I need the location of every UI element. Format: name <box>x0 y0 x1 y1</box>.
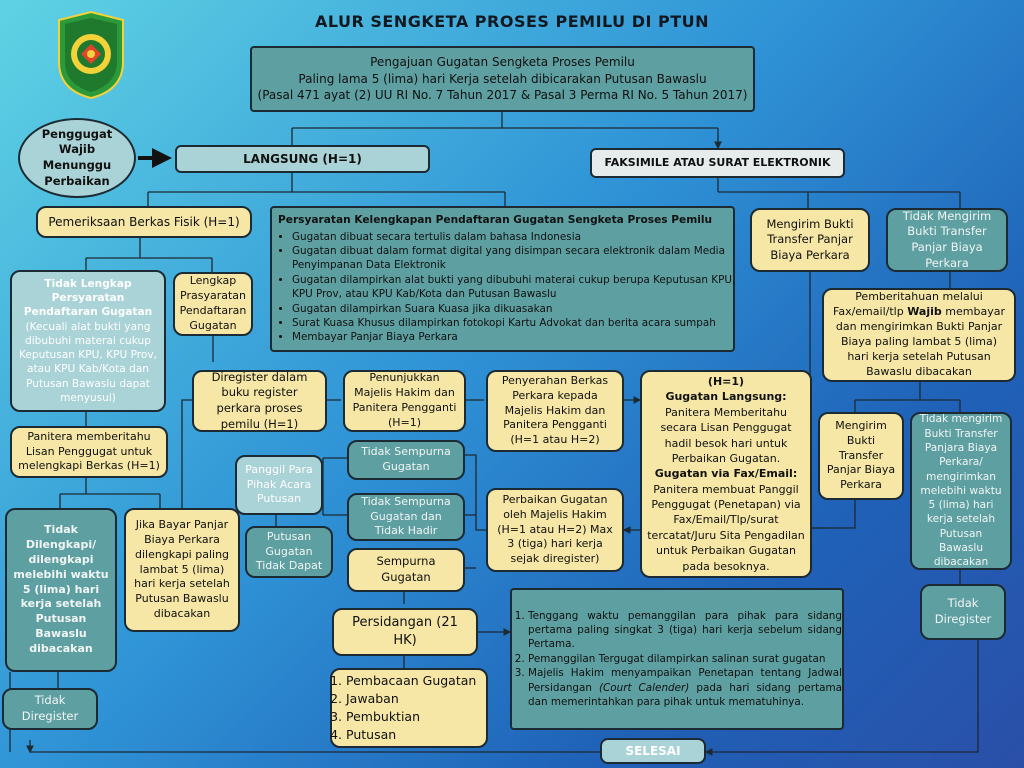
note3-italic: (Court Calender) <box>598 681 690 694</box>
faksimile-box: FAKSIMILE ATAU SURAT ELEKTRONIK <box>590 148 845 178</box>
tidak-lengkap-title: Tidak Lengkap Persyaratan Pendaftaran Gu… <box>23 277 153 319</box>
mengirim-bukti-text: Mengirim Bukti Transfer Panjar Biaya Per… <box>766 216 854 262</box>
tidak-diregister-right-text: Tidak Diregister <box>934 596 992 626</box>
page-title: ALUR SENGKETA PROSES PEMILU DI PTUN <box>314 12 710 31</box>
persyaratan-item: Gugatan dilampirkan Suara Kuasa jika dik… <box>292 302 741 316</box>
sempurna-text: Sempurna Gugatan <box>376 554 436 584</box>
pengajuan-line1: Pengajuan Gugatan Sengketa Proses Pemilu <box>370 54 635 69</box>
h1-fax-text: Panitera membuat Panggil Penggugat (Pene… <box>647 482 805 573</box>
faksimile-text: FAKSIMILE ATAU SURAT ELEKTRONIK <box>604 155 831 169</box>
panggil-pihak-box: Panggil Para Pihak Acara Putusan <box>235 455 323 515</box>
note3-before: Majelis Hakim menyampaikan Penetapan ten… <box>528 667 842 694</box>
diregister-text: Diregister dalam buku register perkara p… <box>211 369 308 431</box>
tidak-dilengkapi-text: Tidak Dilengkapi/ dilengkapi melebihi wa… <box>13 523 109 655</box>
persyaratan-item: Gugatan dibuat secara tertulis dalam bah… <box>292 230 741 244</box>
h1-fax-title: Gugatan via Fax/Email: <box>654 467 798 481</box>
persyaratan-list: Gugatan dibuat secara tertulis dalam bah… <box>278 230 741 345</box>
persyaratan-item: Gugatan dibuat dalam format digital yang… <box>292 244 741 273</box>
persyaratan-item: Surat Kuasa Khusus dilampirkan fotokopi … <box>292 316 741 330</box>
stage-item: Pembuktian <box>346 708 492 726</box>
jika-bayar-box: Jika Bayar Panjar Biaya Perkara dilengka… <box>124 508 240 632</box>
notes-list: Tenggang waktu pemanggilan para pihak pa… <box>512 609 842 710</box>
tidak-lengkap-note: (Kecuali alat bukti yang dibubuhi matera… <box>18 320 158 405</box>
lengkap-box: Lengkap Prasyaratan Pendaftaran Gugatan <box>173 272 253 336</box>
langsung-text: LANGSUNG (H=1) <box>243 151 362 166</box>
mahkamah-agung-logo <box>55 10 127 100</box>
tidak-mengirim2-text: Tidak mengirim Bukti Transfer Panjara Bi… <box>919 413 1003 569</box>
note-item: Pemanggilan Tergugat dilampirkan salinan… <box>528 652 842 666</box>
note-item: Majelis Hakim menyampaikan Penetapan ten… <box>528 666 842 709</box>
tidak-diregister-right-box: Tidak Diregister <box>920 584 1006 640</box>
penggugat-wait-circle: Penggugat Wajib Menunggu Perbaikan <box>18 118 136 198</box>
perbaikan-box: Perbaikan Gugatan oleh Majelis Hakim (H=… <box>486 488 624 572</box>
tidak-sempurna-hadir-text: Tidak Sempurna Gugatan dan Tidak Hadir <box>361 494 451 538</box>
tidak-mengirim-bukti-text: Tidak Mengirim Bukti Transfer Panjar Bia… <box>902 208 992 270</box>
persyaratan-box: Persyaratan Kelengkapan Pendaftaran Guga… <box>270 206 735 352</box>
pemberitahuan-box: Pemberitahuan melalui Fax/email/tlp Waji… <box>822 288 1016 382</box>
penyerahan-text: Penyerahan Berkas Perkara kepada Majelis… <box>501 373 609 447</box>
persyaratan-item: Membayar Panjar Biaya Perkara <box>292 330 741 344</box>
tidak-sempurna-box: Tidak Sempurna Gugatan <box>347 440 465 480</box>
pemberitahuan-text: Pemberitahuan melalui Fax/email/tlp Waji… <box>829 290 1009 379</box>
stage-item: Putusan <box>346 726 492 744</box>
h1-langsung-title: Gugatan Langsung: <box>665 390 787 404</box>
stage-item: Pembacaan Gugatan <box>346 672 492 690</box>
pengajuan-gugatan-box: Pengajuan Gugatan Sengketa Proses Pemilu… <box>250 46 755 112</box>
penyerahan-box: Penyerahan Berkas Perkara kepada Majelis… <box>486 370 624 452</box>
langsung-box: LANGSUNG (H=1) <box>175 145 430 173</box>
penunjukkan-text: Penunjukkan Majelis Hakim dan Panitera P… <box>352 371 457 429</box>
persidangan-notes-box: Tenggang waktu pemanggilan para pihak pa… <box>510 588 844 730</box>
h1-notification-box: (H=1) Gugatan Langsung: Panitera Memberi… <box>640 370 812 578</box>
panitera-lisan-box: Panitera memberitahu Lisan Penggugat unt… <box>10 426 168 478</box>
lengkap-text: Lengkap Prasyaratan Pendaftaran Gugatan <box>179 274 247 332</box>
diregister-box: Diregister dalam buku register perkara p… <box>192 370 327 432</box>
h1-head: (H=1) <box>707 374 745 388</box>
persidangan-text: Persidangan (21 HK) <box>352 615 458 648</box>
tidak-sempurna-hadir-box: Tidak Sempurna Gugatan dan Tidak Hadir <box>347 493 465 541</box>
selesai-text: SELESAI <box>625 743 681 758</box>
panitera-lisan-text: Panitera memberitahu Lisan Penggugat unt… <box>18 429 160 473</box>
tidak-mengirim-bukti-box: Tidak Mengirim Bukti Transfer Panjar Bia… <box>886 208 1008 272</box>
mengirim-bukti2-text: Mengirim Bukti Transfer Panjar Biaya Per… <box>826 418 896 492</box>
putusan-tidak-dapat-box: Putusan Gugatan Tidak Dapat <box>245 526 333 578</box>
tidak-diregister-left-text: Tidak Diregister <box>21 693 79 723</box>
putusan-tidak-dapat-text: Putusan Gugatan Tidak Dapat <box>255 529 323 573</box>
note3-after: pada hari sidang pertama dan memerintahk… <box>528 681 843 708</box>
stages-list: Pembacaan Gugatan Jawaban Pembuktian Put… <box>326 672 492 745</box>
tidak-dilengkapi-box: Tidak Dilengkapi/ dilengkapi melebihi wa… <box>5 508 117 672</box>
panggil-pihak-text: Panggil Para Pihak Acara Putusan <box>245 462 313 506</box>
tidak-diregister-left-box: Tidak Diregister <box>2 688 98 730</box>
tidak-sempurna-text: Tidak Sempurna Gugatan <box>361 445 451 473</box>
mengirim-bukti-box: Mengirim Bukti Transfer Panjar Biaya Per… <box>750 208 870 272</box>
tidak-lengkap-box: Tidak Lengkap Persyaratan Pendaftaran Gu… <box>10 270 166 412</box>
sempurna-box: Sempurna Gugatan <box>347 548 465 592</box>
persyaratan-title: Persyaratan Kelengkapan Pendaftaran Guga… <box>278 214 713 227</box>
stage-item: Jawaban <box>346 690 492 708</box>
pemberitahuan-wajib: Wajib <box>907 305 942 319</box>
penunjukkan-box: Penunjukkan Majelis Hakim dan Panitera P… <box>343 370 466 432</box>
mengirim-bukti2-box: Mengirim Bukti Transfer Panjar Biaya Per… <box>818 412 904 500</box>
persidangan-box: Persidangan (21 HK) <box>332 608 478 656</box>
pengajuan-line2: Paling lama 5 (lima) hari Kerja setelah … <box>298 71 707 86</box>
pemberitahuan-after: membayar dan mengirimkan Bukti Panjar Bi… <box>835 305 1005 378</box>
pemberitahuan-before: Pemberitahuan melalui Fax/email/tlp <box>833 290 983 319</box>
stages-box: Pembacaan Gugatan Jawaban Pembuktian Put… <box>330 668 488 748</box>
perbaikan-text: Perbaikan Gugatan oleh Majelis Hakim (H=… <box>497 492 613 566</box>
pengajuan-line3: (Pasal 471 ayat (2) UU RI No. 7 Tahun 20… <box>257 88 748 103</box>
pemeriksaan-text: Pemeriksaan Berkas Fisik (H=1) <box>48 214 240 229</box>
tidak-mengirim2-box: Tidak mengirim Bukti Transfer Panjara Bi… <box>910 412 1012 570</box>
persyaratan-item: Gugatan dilampirkan alat bukti yang dibu… <box>292 273 741 302</box>
jika-bayar-text: Jika Bayar Panjar Biaya Perkara dilengka… <box>134 518 230 621</box>
selesai-box: SELESAI <box>600 738 706 764</box>
note-item: Tenggang waktu pemanggilan para pihak pa… <box>528 609 842 652</box>
h1-langsung-text: Panitera Memberitahu secara Lisan Penggu… <box>660 405 792 465</box>
pemeriksaan-box: Pemeriksaan Berkas Fisik (H=1) <box>36 206 252 238</box>
penggugat-wait-text: Penggugat Wajib Menunggu Perbaikan <box>41 126 113 188</box>
